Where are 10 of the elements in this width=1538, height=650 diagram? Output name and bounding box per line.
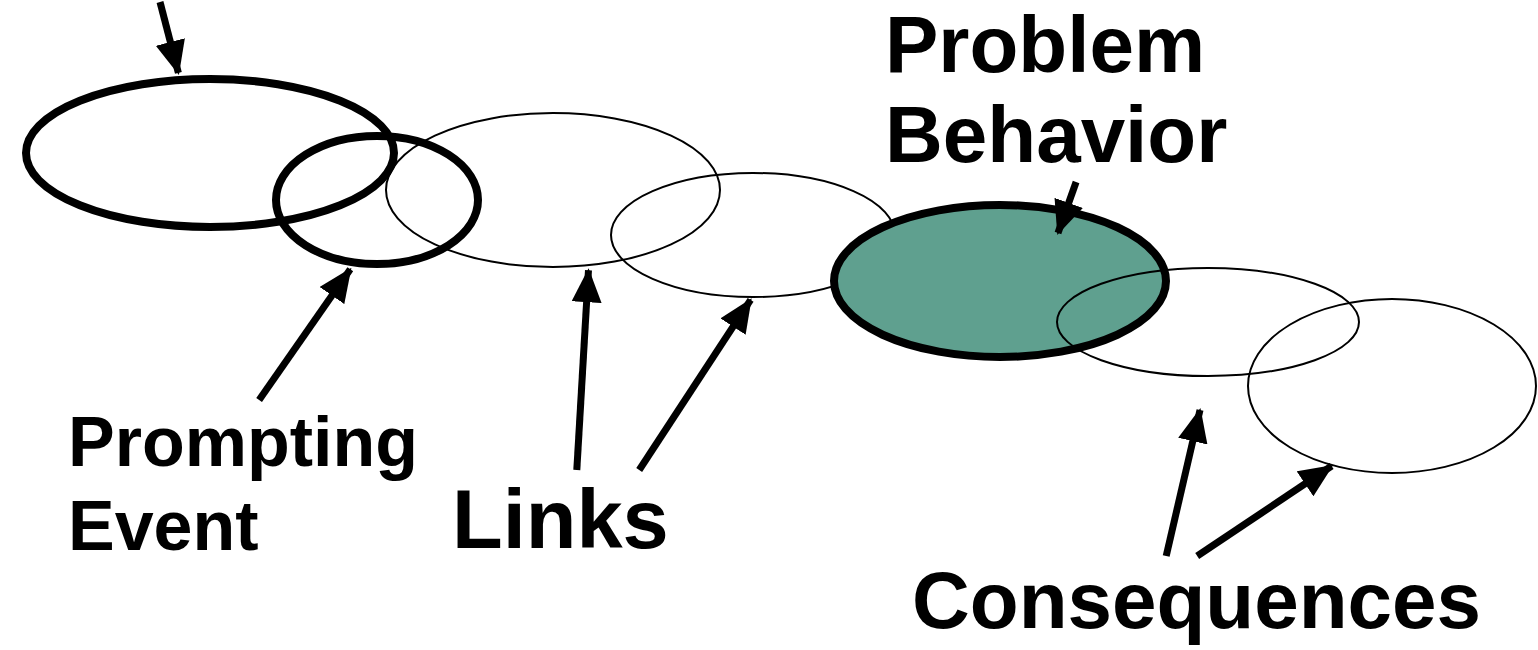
stage-label: Prompting Event [68,402,419,567]
arrow [1195,463,1334,559]
arrow [256,267,354,402]
stage-label: Consequences [912,556,1483,646]
stage-label: Links [452,472,670,568]
arrow [155,1,185,75]
arrow [571,268,602,471]
arrow [1162,408,1208,557]
stage-label: Problem Behavior [885,0,1229,181]
arrow [636,297,754,472]
